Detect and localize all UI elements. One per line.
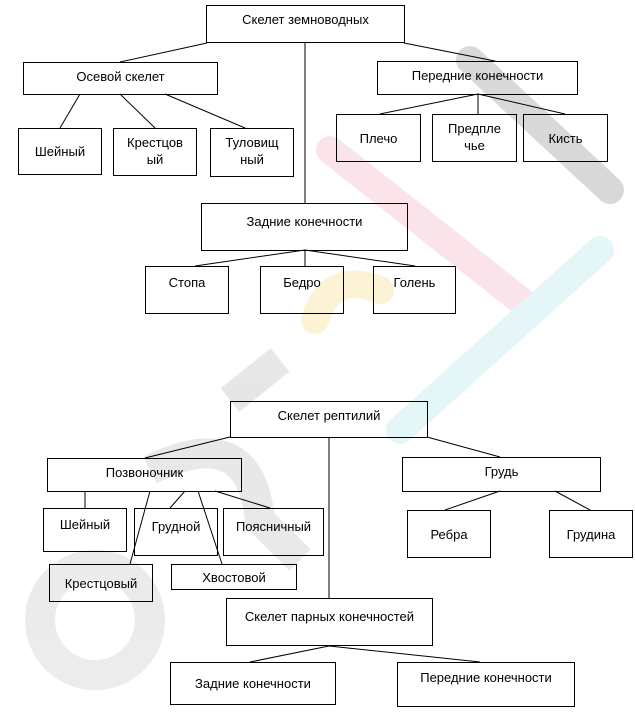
rept-forelimbs-label: Передние конечности <box>420 670 552 685</box>
reptiles-root-box: Скелет рептилий <box>230 401 428 438</box>
watermark-rainbow-arcs <box>301 46 624 444</box>
sternum-label: Грудина <box>566 526 616 542</box>
rept-thoracic-box: Грудной <box>134 508 218 556</box>
ribs-label: Ребра <box>430 526 468 542</box>
rept-sacral-label: Крестцовый <box>64 575 138 591</box>
amph-forearm-label: Предпле чье <box>448 121 501 153</box>
rept-lumbar-label: Поясничный <box>235 519 312 534</box>
amph-hand-label: Кисть <box>548 130 583 146</box>
amph-cervical-label: Шейный <box>34 144 86 159</box>
amphibians-root-box: Скелет земноводных <box>206 5 405 43</box>
chest-label: Грудь <box>484 464 519 479</box>
amph-hindlimbs-box: Задние конечности <box>201 203 408 251</box>
sternum-box: Грудина <box>549 510 633 558</box>
rept-thoracic-label: Грудной <box>151 519 201 534</box>
rept-caudal-box: Хвостовой <box>171 564 297 590</box>
rept-cervical-box: Шейный <box>43 508 127 552</box>
amph-hindlimbs-label: Задние конечности <box>246 214 363 229</box>
amph-forelimbs-label: Передние конечности <box>411 68 544 83</box>
rept-lumbar-box: Поясничный <box>223 508 324 556</box>
amph-forearm-box: Предпле чье <box>432 114 517 162</box>
rept-forelimbs-box: Передние конечности <box>397 662 575 707</box>
amph-shoulder-label: Плечо <box>359 130 398 146</box>
amph-trunk-label: Туловищ ный <box>225 135 279 167</box>
amphibians-root-label: Скелет земноводных <box>242 12 369 27</box>
amph-forelimbs-box: Передние конечности <box>377 61 578 95</box>
amph-hand-box: Кисть <box>523 114 608 162</box>
amph-cervical-box: Шейный <box>18 128 102 175</box>
amph-sacral-label: Крестцов ый <box>127 135 183 167</box>
rept-caudal-label: Хвостовой <box>202 569 266 585</box>
chest-box: Грудь <box>402 457 601 492</box>
rept-cervical-label: Шейный <box>59 517 111 532</box>
spine-label: Позвоночник <box>105 465 184 480</box>
paired-limbs-box: Скелет парных конечностей <box>226 598 433 646</box>
amph-shin-box: Голень <box>373 266 456 314</box>
paired-limbs-label: Скелет парных конечностей <box>244 609 415 624</box>
spine-box: Позвоночник <box>47 458 242 492</box>
ribs-box: Ребра <box>407 510 491 558</box>
amph-shin-label: Голень <box>393 275 436 290</box>
rept-hindlimbs-box: Задние конечности <box>170 662 336 705</box>
rept-sacral-box: Крестцовый <box>49 564 153 602</box>
amph-thigh-box: Бедро <box>260 266 344 314</box>
axial-skeleton-label: Осевой скелет <box>76 69 165 84</box>
amph-foot-box: Стопа <box>145 266 229 314</box>
reptiles-root-label: Скелет рептилий <box>277 408 381 423</box>
axial-skeleton-box: Осевой скелет <box>23 62 218 95</box>
amph-shoulder-box: Плечо <box>336 114 421 162</box>
amph-trunk-box: Туловищ ный <box>210 128 294 177</box>
amph-thigh-label: Бедро <box>283 275 321 290</box>
rept-hindlimbs-label: Задние конечности <box>195 676 311 691</box>
amph-foot-label: Стопа <box>168 275 206 290</box>
amph-sacral-box: Крестцов ый <box>113 128 197 176</box>
